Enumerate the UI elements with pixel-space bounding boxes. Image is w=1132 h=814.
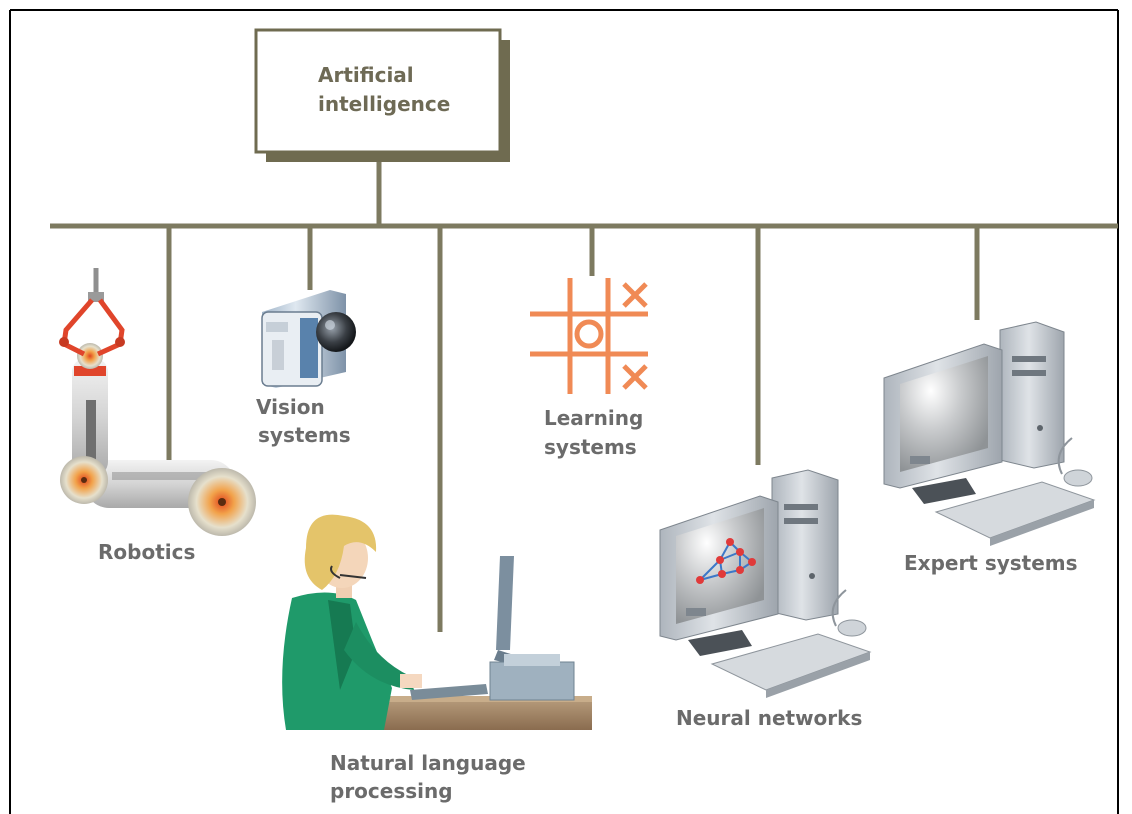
vision-label-line1: Vision [256, 395, 325, 419]
expert-label: Expert systems [904, 551, 1078, 575]
robotics-label: Robotics [98, 540, 196, 564]
person-at-computer-icon [282, 514, 592, 730]
nlp-label-line1: Natural language [330, 751, 526, 775]
root-label-line1: Artificial [318, 63, 414, 87]
computer-icon [659, 469, 872, 698]
root-label-line2: intelligence [318, 92, 451, 116]
learning-label-line1: Learning [544, 406, 644, 430]
root-node [254, 28, 510, 162]
neural-label: Neural networks [676, 706, 863, 730]
robot-arm-icon [59, 268, 256, 536]
tic-tac-toe-icon [530, 278, 648, 394]
learning-label-line2: systems [544, 435, 637, 459]
nlp-label-line2: processing [330, 779, 453, 803]
computer-icon [883, 321, 1096, 546]
connector-lines [50, 162, 1118, 632]
vision-label-line2: systems [258, 423, 351, 447]
camera-icon [261, 290, 356, 388]
